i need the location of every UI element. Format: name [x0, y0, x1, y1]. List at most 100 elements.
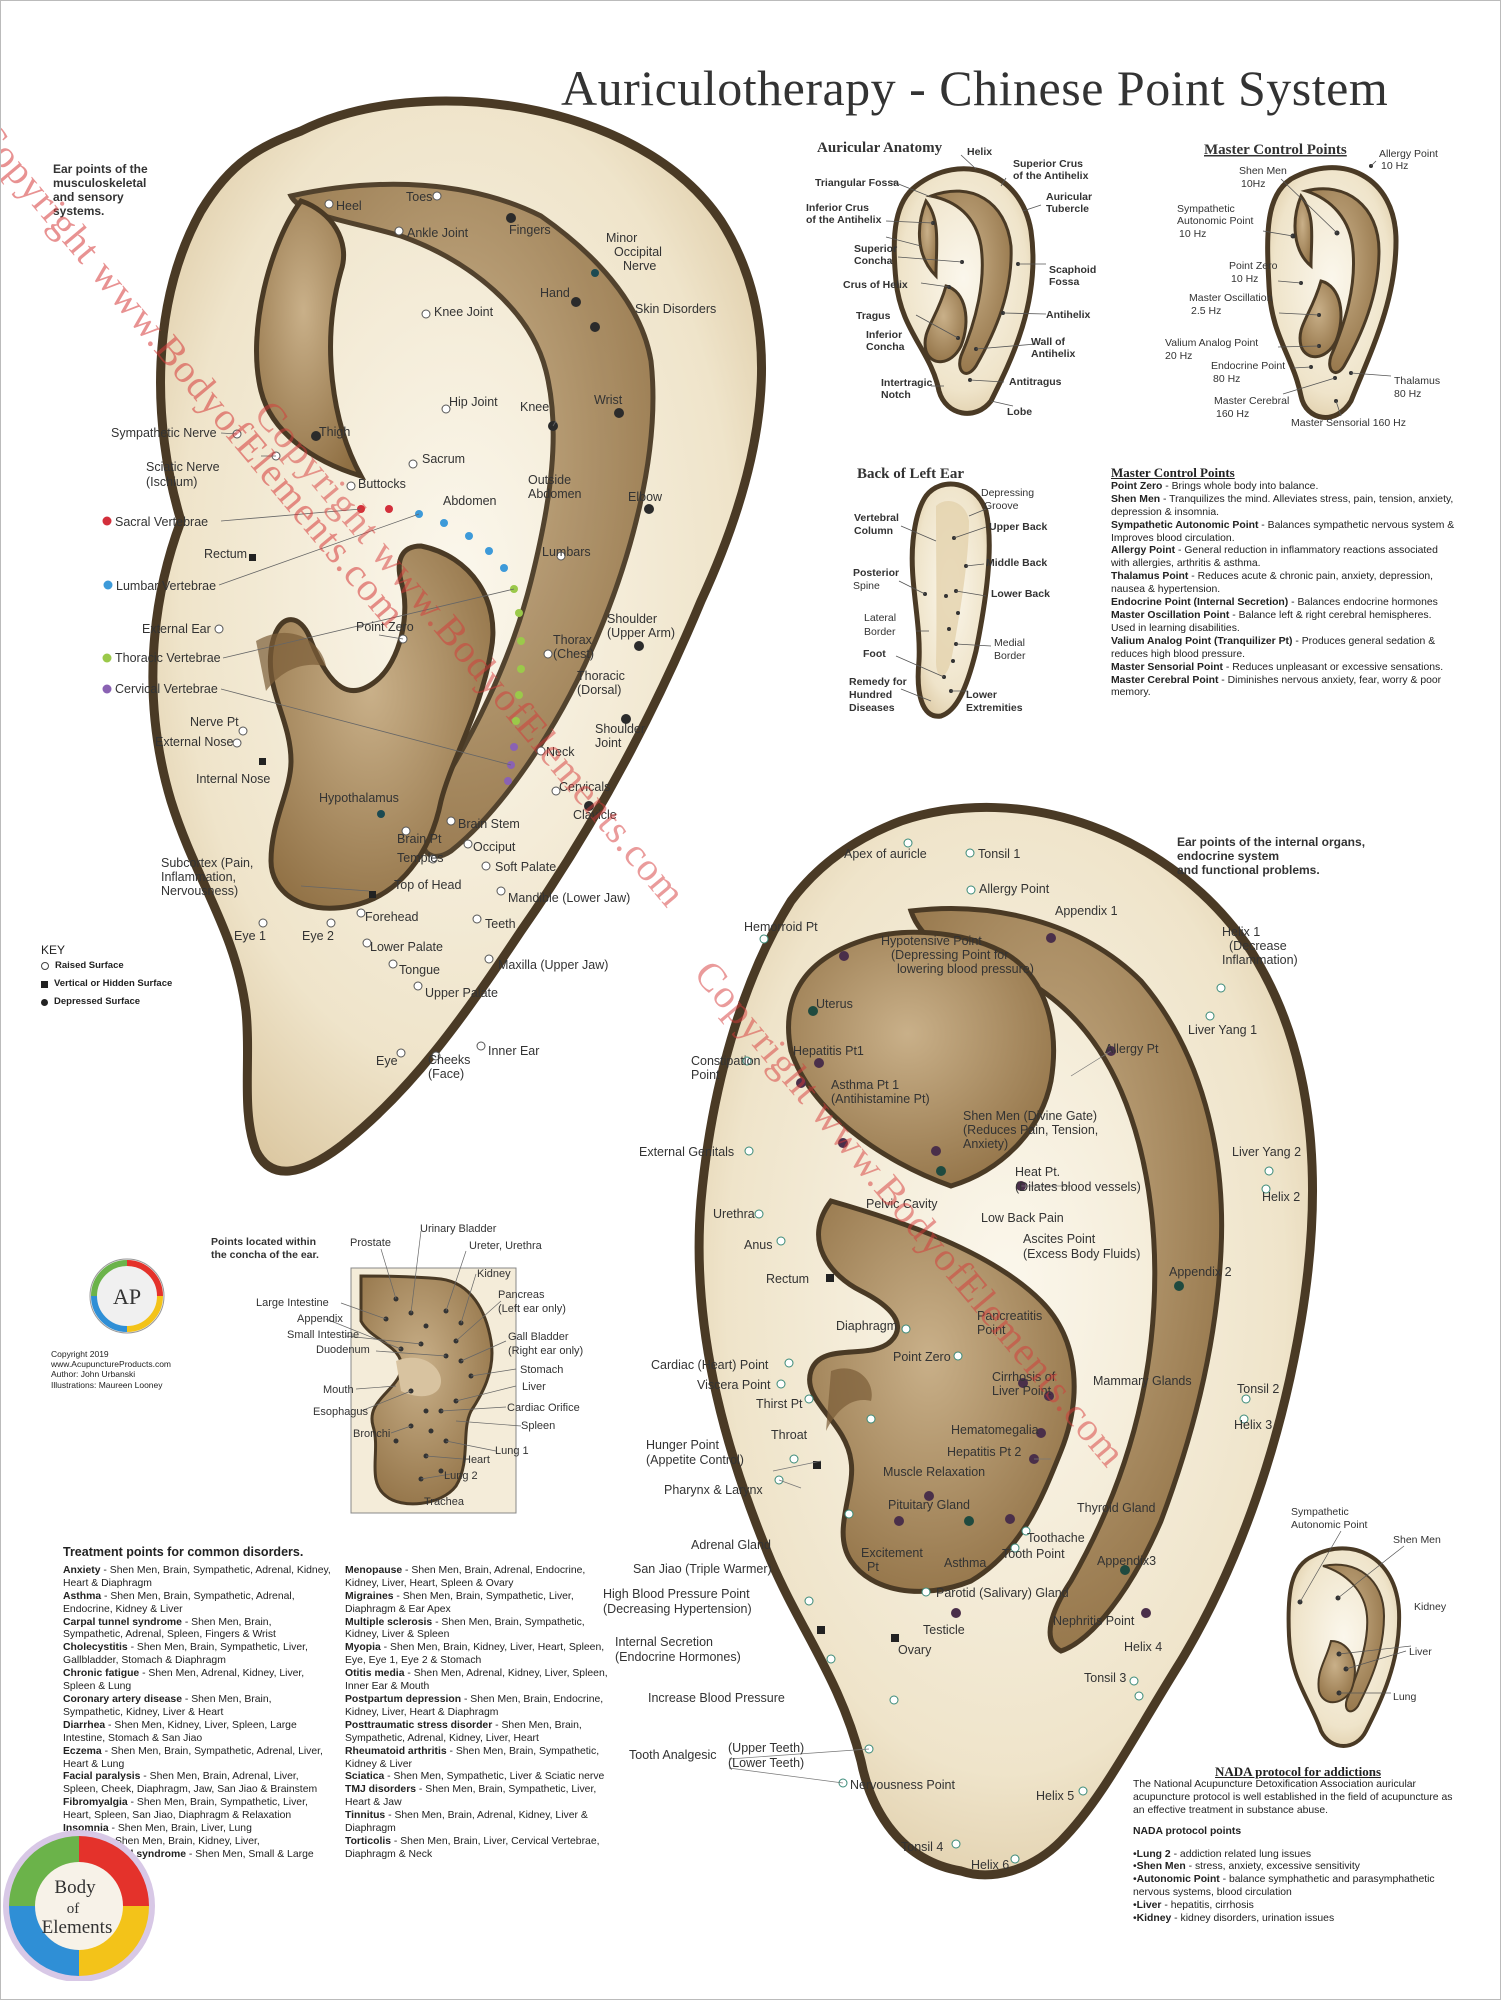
point-soft-palate[interactable] [481, 861, 491, 871]
point-occiput[interactable] [463, 839, 473, 849]
point-shoulder[interactable] [634, 641, 644, 651]
point-hip-joint[interactable] [441, 404, 451, 414]
point-teeth[interactable] [472, 914, 482, 924]
point-temples[interactable] [428, 854, 438, 864]
point-eye[interactable] [396, 1048, 406, 1058]
svg-text:Liver Yang 1: Liver Yang 1 [1188, 1023, 1257, 1037]
label-lower-palate: Lower Palate [370, 940, 443, 954]
treatment-item-text: - Shen Men, Brain, Sympathetic, Liver, D… [345, 1590, 574, 1615]
label-brain-pt: Brain Pt [397, 832, 442, 846]
svg-text:Mammary Glands: Mammary Glands [1093, 1374, 1192, 1388]
point-clavicle[interactable] [584, 801, 594, 811]
nada-item-text: - balance symphathetic and parasymphathe… [1133, 1874, 1435, 1899]
mcp-item-text: - General reduction in inflammatory reac… [1111, 545, 1438, 570]
point-shoulder-joint[interactable] [621, 714, 631, 724]
mcp-item-name: Thalamus Point [1111, 571, 1189, 583]
svg-text:Depressing: Depressing [981, 487, 1034, 499]
point-toes[interactable] [432, 191, 442, 201]
point-upper-palate[interactable] [413, 981, 423, 991]
svg-text:Appendix3: Appendix3 [1097, 1554, 1156, 1568]
point-outside-abdomen[interactable] [556, 551, 566, 561]
point-sacrum[interactable] [408, 459, 418, 469]
svg-text:Ovary: Ovary [898, 1643, 932, 1657]
treatment-item-name: Coronary artery disease [63, 1693, 182, 1705]
svg-text:Thyroid Gland: Thyroid Gland [1077, 1501, 1156, 1515]
left-scaphoid-fossa [287, 181, 656, 859]
right-concha [807, 1198, 1077, 1594]
svg-text:Remedy for: Remedy for [849, 676, 907, 688]
point-cheeks[interactable] [431, 1051, 441, 1061]
point-lower-palate[interactable] [362, 938, 372, 948]
svg-text:External Genitals: External Genitals [639, 1145, 734, 1159]
point-thigh[interactable] [311, 431, 321, 441]
label-forehead: Forehead [365, 910, 419, 924]
point-brain-pt[interactable] [401, 826, 411, 836]
svg-text:(Lower Teeth): (Lower Teeth) [728, 1756, 804, 1770]
svg-text:Superior: Superior [854, 243, 897, 255]
point-neck[interactable] [536, 746, 546, 756]
svg-text:the concha of the ear.: the concha of the ear. [211, 1249, 319, 1261]
label-hypothalamus: Hypothalamus [319, 791, 399, 805]
point-hand[interactable] [571, 297, 581, 307]
svg-text:San Jiao (Triple Warmer): San Jiao (Triple Warmer) [633, 1562, 772, 1576]
point-buttocks[interactable] [346, 481, 356, 491]
label-external-nose: External Nose [155, 735, 234, 749]
svg-text:Large Intestine: Large Intestine [256, 1297, 329, 1309]
point-subcortex[interactable] [369, 891, 376, 898]
mcp-item-text: - Balance left & right cerebral hemisphe… [1111, 609, 1432, 634]
point-ext-nose[interactable] [232, 738, 242, 748]
point-rectum[interactable] [249, 554, 256, 561]
svg-text:(Decrease: (Decrease [1229, 939, 1287, 953]
treatment-item-text: - Shen Men, Brain, Liver, Lung [108, 1823, 252, 1835]
point-nerve-pt[interactable] [238, 726, 248, 736]
label-wrist: Wrist [594, 393, 623, 407]
point-skin[interactable] [590, 322, 600, 332]
point-thorax[interactable] [543, 649, 553, 659]
treatment-item-name: TMJ disorders [345, 1784, 417, 1796]
svg-text:Parotid (Salivary) Gland: Parotid (Salivary) Gland [936, 1586, 1069, 1600]
point-cervicals[interactable] [551, 786, 561, 796]
treatment-item-name: Anxiety [63, 1564, 101, 1576]
svg-text:Helix 4: Helix 4 [1124, 1640, 1162, 1654]
point-minor-occipital[interactable] [591, 269, 599, 277]
svg-text:Diseases: Diseases [849, 702, 895, 714]
label-internal-nose: Internal Nose [196, 772, 270, 786]
point-brain-stem[interactable] [446, 816, 456, 826]
point-maxilla[interactable] [484, 954, 494, 964]
point-internal-nose[interactable] [259, 758, 266, 765]
label-shoulder-2: (Upper Arm) [607, 626, 675, 640]
mcp-item: Allergy Point - General reduction in inf… [1111, 545, 1456, 571]
nada-item: •Kidney - kidney disorders, urination is… [1133, 1913, 1335, 1925]
point-mandible[interactable] [496, 886, 506, 896]
label-external-ear: External Ear [142, 622, 211, 636]
point-fingers[interactable] [506, 213, 516, 223]
svg-text:Vertebral: Vertebral [854, 512, 899, 524]
svg-text:Esophagus: Esophagus [313, 1406, 369, 1418]
point-knee-joint[interactable] [421, 309, 431, 319]
point-eye2[interactable] [326, 918, 336, 928]
svg-text:and functional problems.: and functional problems. [1177, 863, 1320, 877]
point-hypothalamus[interactable] [377, 810, 385, 818]
svg-text:Ear points of the: Ear points of the [53, 162, 148, 176]
label-teeth: Teeth [485, 917, 516, 931]
label-rectum: Rectum [204, 547, 247, 561]
point-forehead[interactable] [356, 908, 366, 918]
left-concha [267, 543, 496, 911]
svg-text:Column: Column [854, 525, 893, 537]
point-eye1[interactable] [258, 918, 268, 928]
point-elbow[interactable] [644, 504, 654, 514]
treatment-item-name: Posttraumatic stress disorder [345, 1719, 493, 1731]
point-external-ear[interactable] [214, 624, 224, 634]
svg-text:Muscle Relaxation: Muscle Relaxation [883, 1465, 985, 1479]
point-inner-ear[interactable] [476, 1041, 486, 1051]
svg-text:High Blood Pressure Point: High Blood Pressure Point [603, 1587, 750, 1601]
label-minor-occipital-3: Nerve [623, 259, 656, 273]
label-lumbars: Lumbars [542, 545, 591, 559]
point-ankle[interactable] [394, 226, 404, 236]
point-heel[interactable] [324, 199, 334, 209]
point-tongue[interactable] [388, 959, 398, 969]
svg-text:Master Sensorial 160 Hz: Master Sensorial 160 Hz [1291, 417, 1406, 429]
point-wrist[interactable] [614, 408, 624, 418]
svg-text:Lung 2: Lung 2 [444, 1470, 478, 1482]
svg-text:(Reduces Pain, Tension,: (Reduces Pain, Tension, [963, 1123, 1098, 1137]
